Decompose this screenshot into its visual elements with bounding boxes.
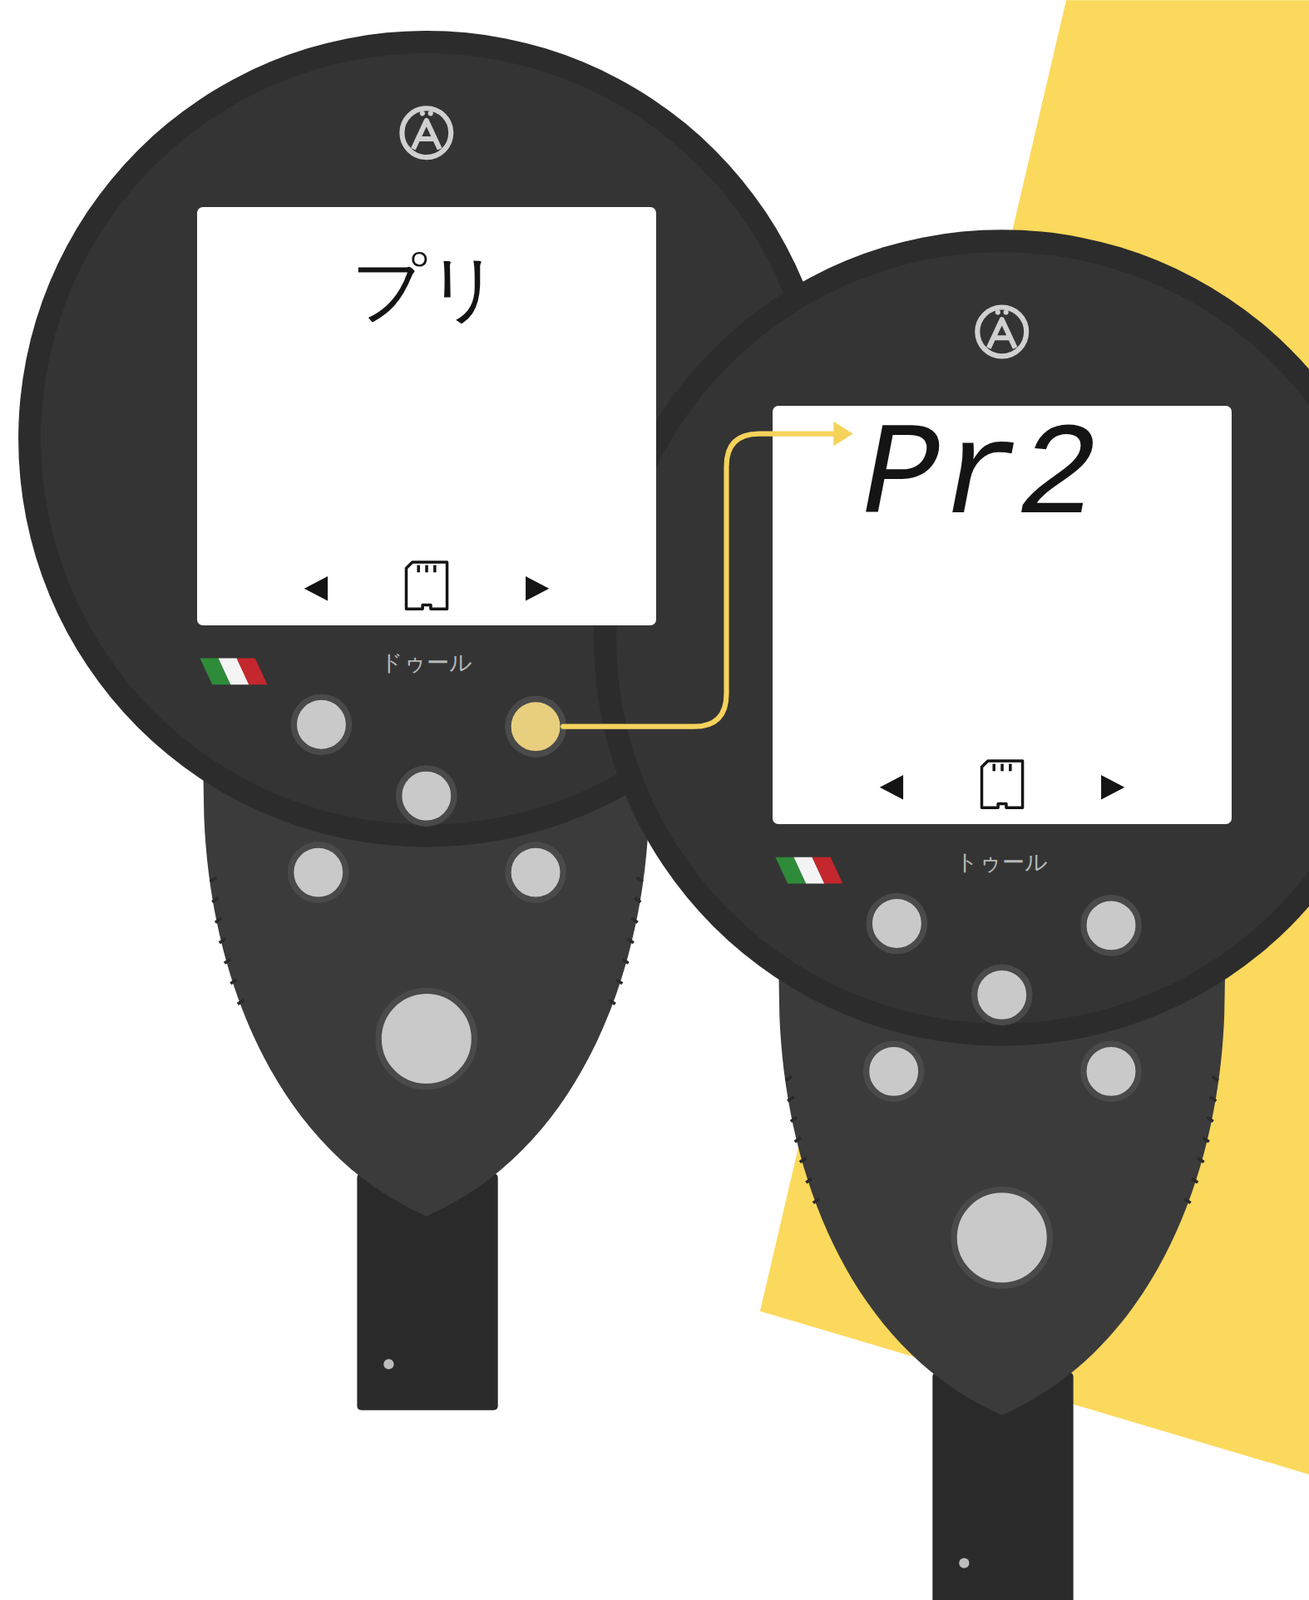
device-label: ドゥール (380, 651, 473, 677)
sd-card-icon (405, 562, 447, 609)
pressed-button (508, 699, 564, 755)
screen-text: プリ (351, 247, 502, 329)
screen-text: Pr2 (862, 405, 1098, 550)
right-triangle (1101, 775, 1125, 800)
sd-card-icon (981, 760, 1023, 808)
left-triangle (304, 576, 328, 601)
left-triangle (879, 775, 904, 800)
lcd-screen: Pr2 (772, 405, 1232, 825)
right-triangle (525, 576, 549, 601)
device-label: トゥール (955, 849, 1048, 875)
lcd-screen: プリ (197, 207, 657, 626)
right-remote (593, 229, 1309, 1600)
